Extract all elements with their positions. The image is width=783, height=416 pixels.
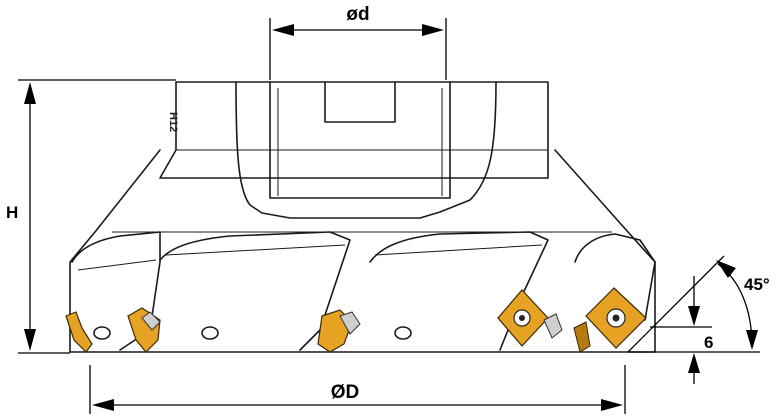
inserts — [65, 287, 647, 353]
height-arrow-bottom — [24, 329, 36, 351]
keyway-boss — [235, 81, 497, 219]
cutter-diameter-label: ØD — [331, 382, 360, 403]
wedge-4 — [543, 313, 563, 339]
bore-arrow-right — [422, 24, 444, 36]
dim-bore-diameter: ød — [269, 4, 447, 80]
flute-1 — [71, 231, 161, 351]
flute-2 — [159, 231, 351, 351]
insert-2 — [127, 307, 161, 353]
angle-arrow-bottom — [746, 330, 758, 350]
insert-screw-head-4 — [519, 315, 525, 321]
dim-depth-of-cut: 6 — [650, 276, 713, 384]
coolant-hole-1 — [93, 326, 111, 340]
wedge-3 — [339, 311, 361, 335]
dim-cutter-diameter: ØD — [89, 365, 626, 414]
depth-arrow-bottom — [688, 353, 700, 373]
insert-5-edge — [573, 321, 591, 353]
approach-angle-label: 45° — [744, 275, 770, 294]
diameter-arrow-left — [92, 399, 114, 411]
bore-diameter-label: ød — [346, 4, 369, 25]
wedge-2 — [141, 311, 161, 331]
flute-edge-b — [374, 244, 543, 256]
angle-arrow-top — [716, 260, 736, 278]
cone-flank — [69, 149, 656, 353]
angle-slant-line — [627, 255, 725, 353]
coolant-hole-2 — [201, 326, 219, 340]
flute-4 — [574, 233, 656, 321]
drive-keyway — [324, 81, 396, 123]
bore-arrow-left — [272, 24, 294, 36]
height-arrow-top — [24, 82, 36, 104]
insert-screw-head-5 — [612, 314, 620, 322]
diameter-arrow-right — [601, 399, 623, 411]
dim-approach-angle: 45° — [627, 255, 770, 353]
coolant-hole-3 — [394, 326, 412, 340]
depth-arrow-top — [688, 306, 700, 326]
height-label: H — [6, 203, 18, 222]
body-marking: H12 — [167, 112, 179, 132]
cutter-body: H12 — [69, 81, 656, 353]
flute-edge-c — [77, 259, 157, 271]
dim-height: H — [6, 79, 176, 354]
insert-1 — [65, 311, 93, 353]
keyway-slot-outline — [269, 81, 451, 199]
flute-edge-a — [165, 244, 346, 256]
depth-of-cut-label: 6 — [704, 333, 713, 352]
